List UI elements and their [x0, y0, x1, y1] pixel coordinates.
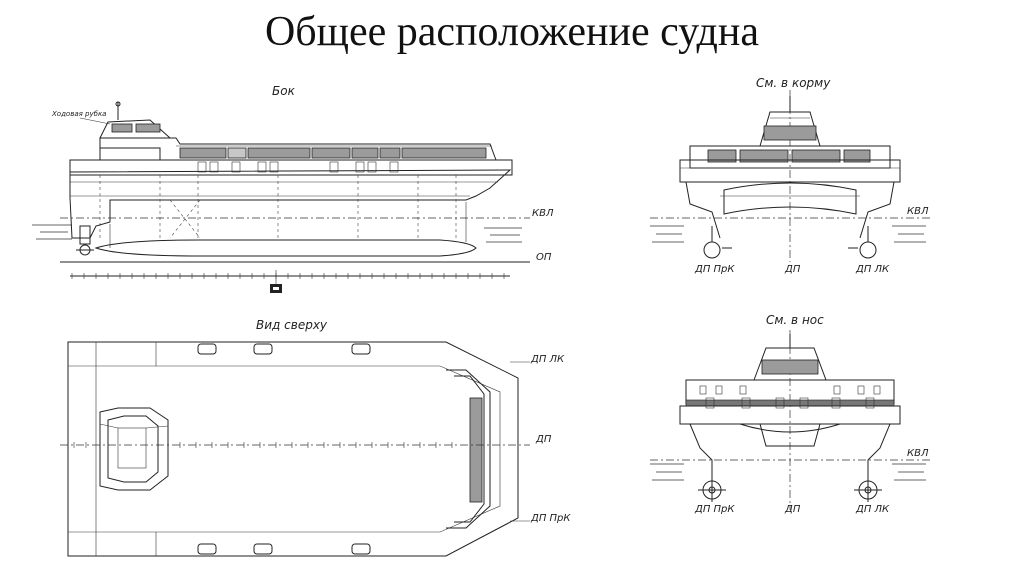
side-baseline-label: ОП [536, 252, 552, 263]
side-pod [94, 239, 477, 257]
top-prk-label: ДП ПрК [531, 513, 571, 524]
stern-waterline-label: КВЛ [907, 206, 929, 217]
top-center-label: ДП [536, 434, 552, 445]
bow-view-title: См. в нос [766, 313, 824, 327]
side-frame-scale [71, 270, 505, 284]
bow-center-label: ДП [785, 504, 801, 515]
stern-view [650, 90, 930, 262]
stern-right-label: ДП ЛК [856, 264, 890, 275]
top-view [60, 341, 530, 557]
side-hull-outline [69, 169, 512, 239]
side-view [32, 101, 530, 293]
top-wheelhouse [99, 407, 169, 491]
side-portholes [197, 161, 399, 173]
bow-right-label: ДП ЛК [856, 504, 890, 515]
bow-view [650, 330, 930, 510]
wheelhouse-label: Ходовая рубка [52, 110, 107, 118]
bow-left-label: ДП ПрК [695, 504, 735, 515]
side-wheelhouse [99, 119, 172, 139]
side-water-lines [32, 224, 522, 243]
side-windows [179, 147, 487, 159]
side-waterline-label: КВЛ [532, 208, 554, 219]
top-bollards [197, 343, 371, 555]
bow-waterline-label: КВЛ [907, 448, 929, 459]
side-propeller [76, 225, 94, 256]
stern-center-label: ДП [785, 264, 801, 275]
page-title: Общее расположение судна [264, 9, 760, 55]
stern-left-label: ДП ПрК [695, 264, 735, 275]
top-hull-outline [67, 341, 519, 557]
side-frame-lines [99, 175, 457, 239]
side-view-title: Бок [272, 84, 295, 98]
top-view-title: Вид сверху [256, 318, 328, 332]
stern-view-title: См. в корму [756, 76, 831, 90]
top-frame-ticks [73, 442, 453, 448]
top-lk-label: ДП ЛК [531, 354, 565, 365]
